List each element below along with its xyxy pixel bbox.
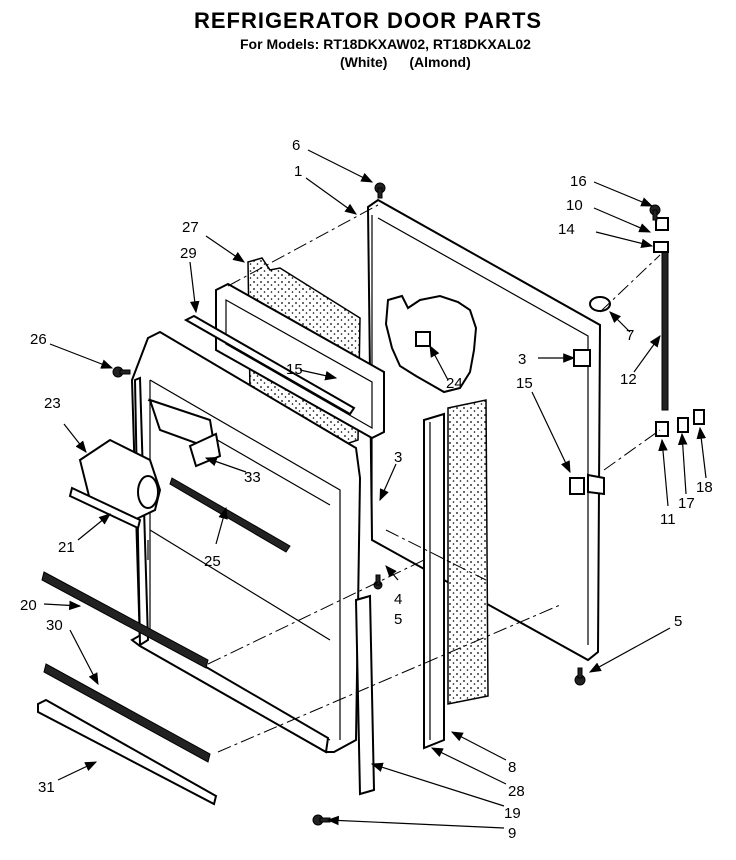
callout-4: 4 [394,591,402,608]
callout-labels: 6 1 27 29 26 15 23 33 25 21 20 30 31 3 4… [20,137,713,842]
gasket-frame-29 [215,282,385,440]
callout-31: 31 [38,779,55,796]
callout-3a: 3 [394,449,402,466]
callout-29: 29 [180,245,197,262]
door-edge-19 [354,594,376,796]
callout-6: 6 [292,137,300,154]
screw-26 [112,366,131,378]
callout-15: 15 [286,361,303,378]
clip-24 [415,331,431,347]
callout-19: 19 [504,805,521,822]
color-variants: (White) (Almond) [340,54,489,70]
bar-30 [43,663,211,763]
bar-25 [169,477,291,553]
models-line: For Models: RT18DKXAW02, RT18DKXAL02 [240,36,531,52]
callout-7: 7 [626,327,634,344]
callout-17: 17 [678,495,695,512]
callout-26: 26 [30,331,47,348]
callout-23: 23 [44,395,61,412]
callout-28: 28 [508,783,525,800]
gasket-28 [423,412,445,750]
callout-5b: 5 [674,613,682,630]
screw-9 [312,814,331,826]
callout-33: 33 [244,469,261,486]
trim-strip-29 [183,314,356,416]
bar-20 [41,571,209,669]
screw-5 [574,667,586,686]
callout-9: 9 [508,825,516,842]
callout-15b: 15 [516,375,533,392]
callout-25: 25 [204,553,221,570]
callout-3b: 3 [518,351,526,368]
dairy-door-23 [68,438,162,530]
callout-8: 8 [508,759,516,776]
callout-5a: 5 [394,611,402,628]
hinge-assembly [569,217,705,496]
callout-14: 14 [558,221,575,238]
insulation-strip [447,399,489,705]
callout-30: 30 [46,617,63,634]
callout-12: 12 [620,371,637,388]
callout-27: 27 [182,219,199,236]
variant-white: (White) [340,54,388,70]
callout-24: 24 [446,375,463,392]
callout-1: 1 [294,163,302,180]
callout-10: 10 [566,197,583,214]
leader-arrows [43,149,707,829]
bar-31 [37,698,218,806]
page-title: REFRIGERATOR DOOR PARTS [193,8,543,33]
variant-almond: (Almond) [409,54,471,70]
screw-6 [374,182,386,199]
callout-21: 21 [58,539,75,556]
callout-11: 11 [660,511,676,528]
callout-18: 18 [696,479,713,496]
callout-16: 16 [570,173,587,190]
callout-20: 20 [20,597,37,614]
screw-16 [649,204,661,221]
